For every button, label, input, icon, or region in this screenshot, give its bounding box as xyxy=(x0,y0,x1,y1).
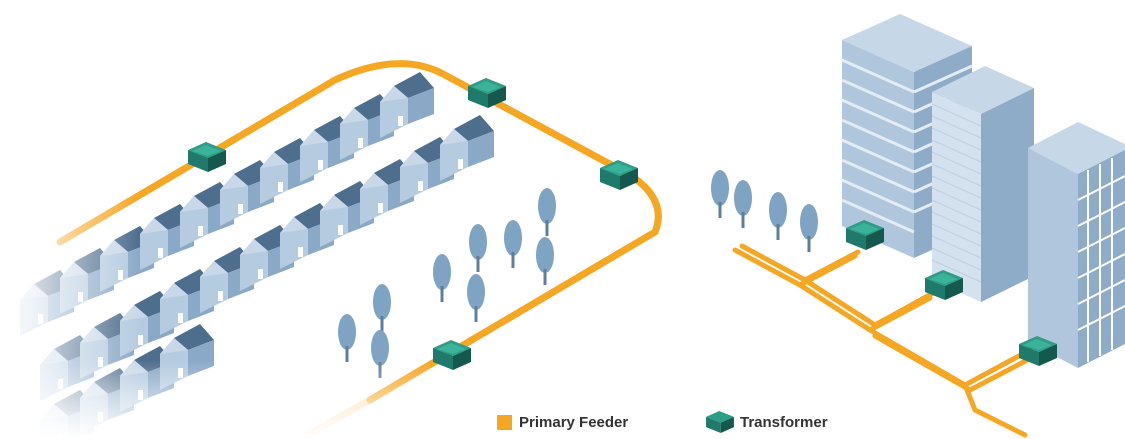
office-building-2 xyxy=(931,66,1034,302)
legend-primary-feeder: Primary Feeder xyxy=(497,410,628,434)
transformer-icon xyxy=(706,411,734,433)
office-building-3 xyxy=(1028,122,1125,368)
legend-primary-feeder-label: Primary Feeder xyxy=(519,413,629,431)
trees-commercial xyxy=(711,170,818,252)
legend-transformer: Transformer xyxy=(706,410,828,434)
legend-transformer-label: Transformer xyxy=(740,413,828,431)
primary-feeder-swatch xyxy=(497,414,512,430)
primary-feeder-lines-commercial xyxy=(732,243,1038,438)
